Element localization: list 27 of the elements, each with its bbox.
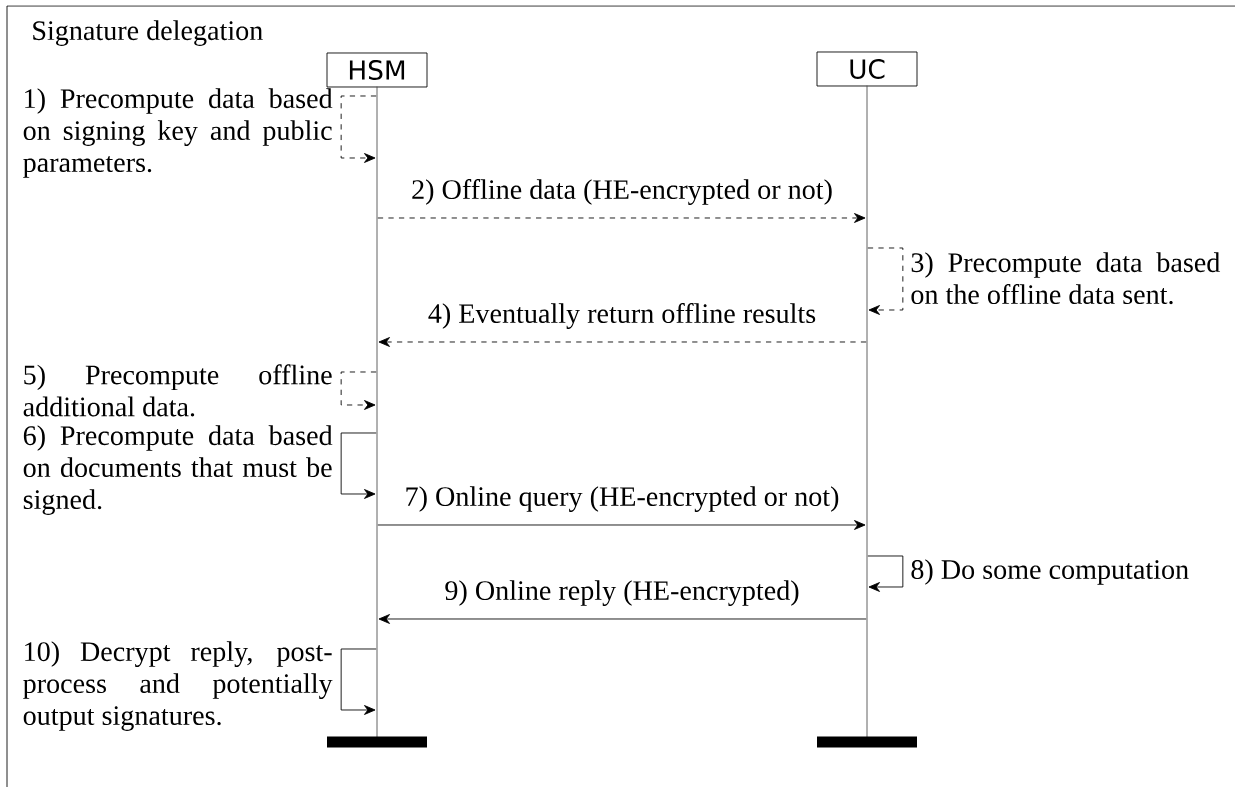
step-label: 10) Decrypt reply, post-process and potentially output signatures. — [23, 641, 333, 731]
step-label: 5) Precompute offline additional data. — [23, 364, 332, 417]
self-message-arrow — [867, 555, 904, 592]
self-message-arrow — [340, 432, 377, 499]
step-label: 6) Precompute data based on documents that must be signed. — [23, 425, 333, 515]
message-arrow — [377, 520, 866, 530]
lifeline — [376, 86, 378, 738]
end-bar — [327, 736, 427, 748]
self-message-arrow — [867, 247, 904, 315]
step-label: 3) Precompute data based on the offline data sent. — [911, 252, 1221, 305]
self-message-arrow — [340, 648, 377, 715]
participant-box: HSM — [326, 52, 428, 88]
message-arrow — [378, 337, 867, 347]
step-label: 1) Precompute data based on signing key and public parameters. — [23, 88, 333, 178]
message-label: 4) Eventually return offline results — [426, 301, 818, 331]
message-label: 7) Online query (HE-encrypted or not) — [402, 484, 842, 514]
message-label: 2) Offline data (HE-encrypted or not) — [409, 177, 835, 207]
lifeline — [866, 85, 868, 738]
self-message-arrow — [340, 371, 377, 410]
step-label: 8) Do some computation — [911, 559, 1189, 585]
end-bar — [817, 736, 917, 748]
message-arrow — [378, 614, 867, 624]
message-label: 9) Online reply (HE-encrypted) — [442, 578, 802, 608]
self-message-arrow — [340, 95, 377, 163]
message-arrow — [377, 213, 866, 223]
title: Signature delegation — [33, 20, 263, 46]
participant-box: UC — [816, 51, 918, 87]
